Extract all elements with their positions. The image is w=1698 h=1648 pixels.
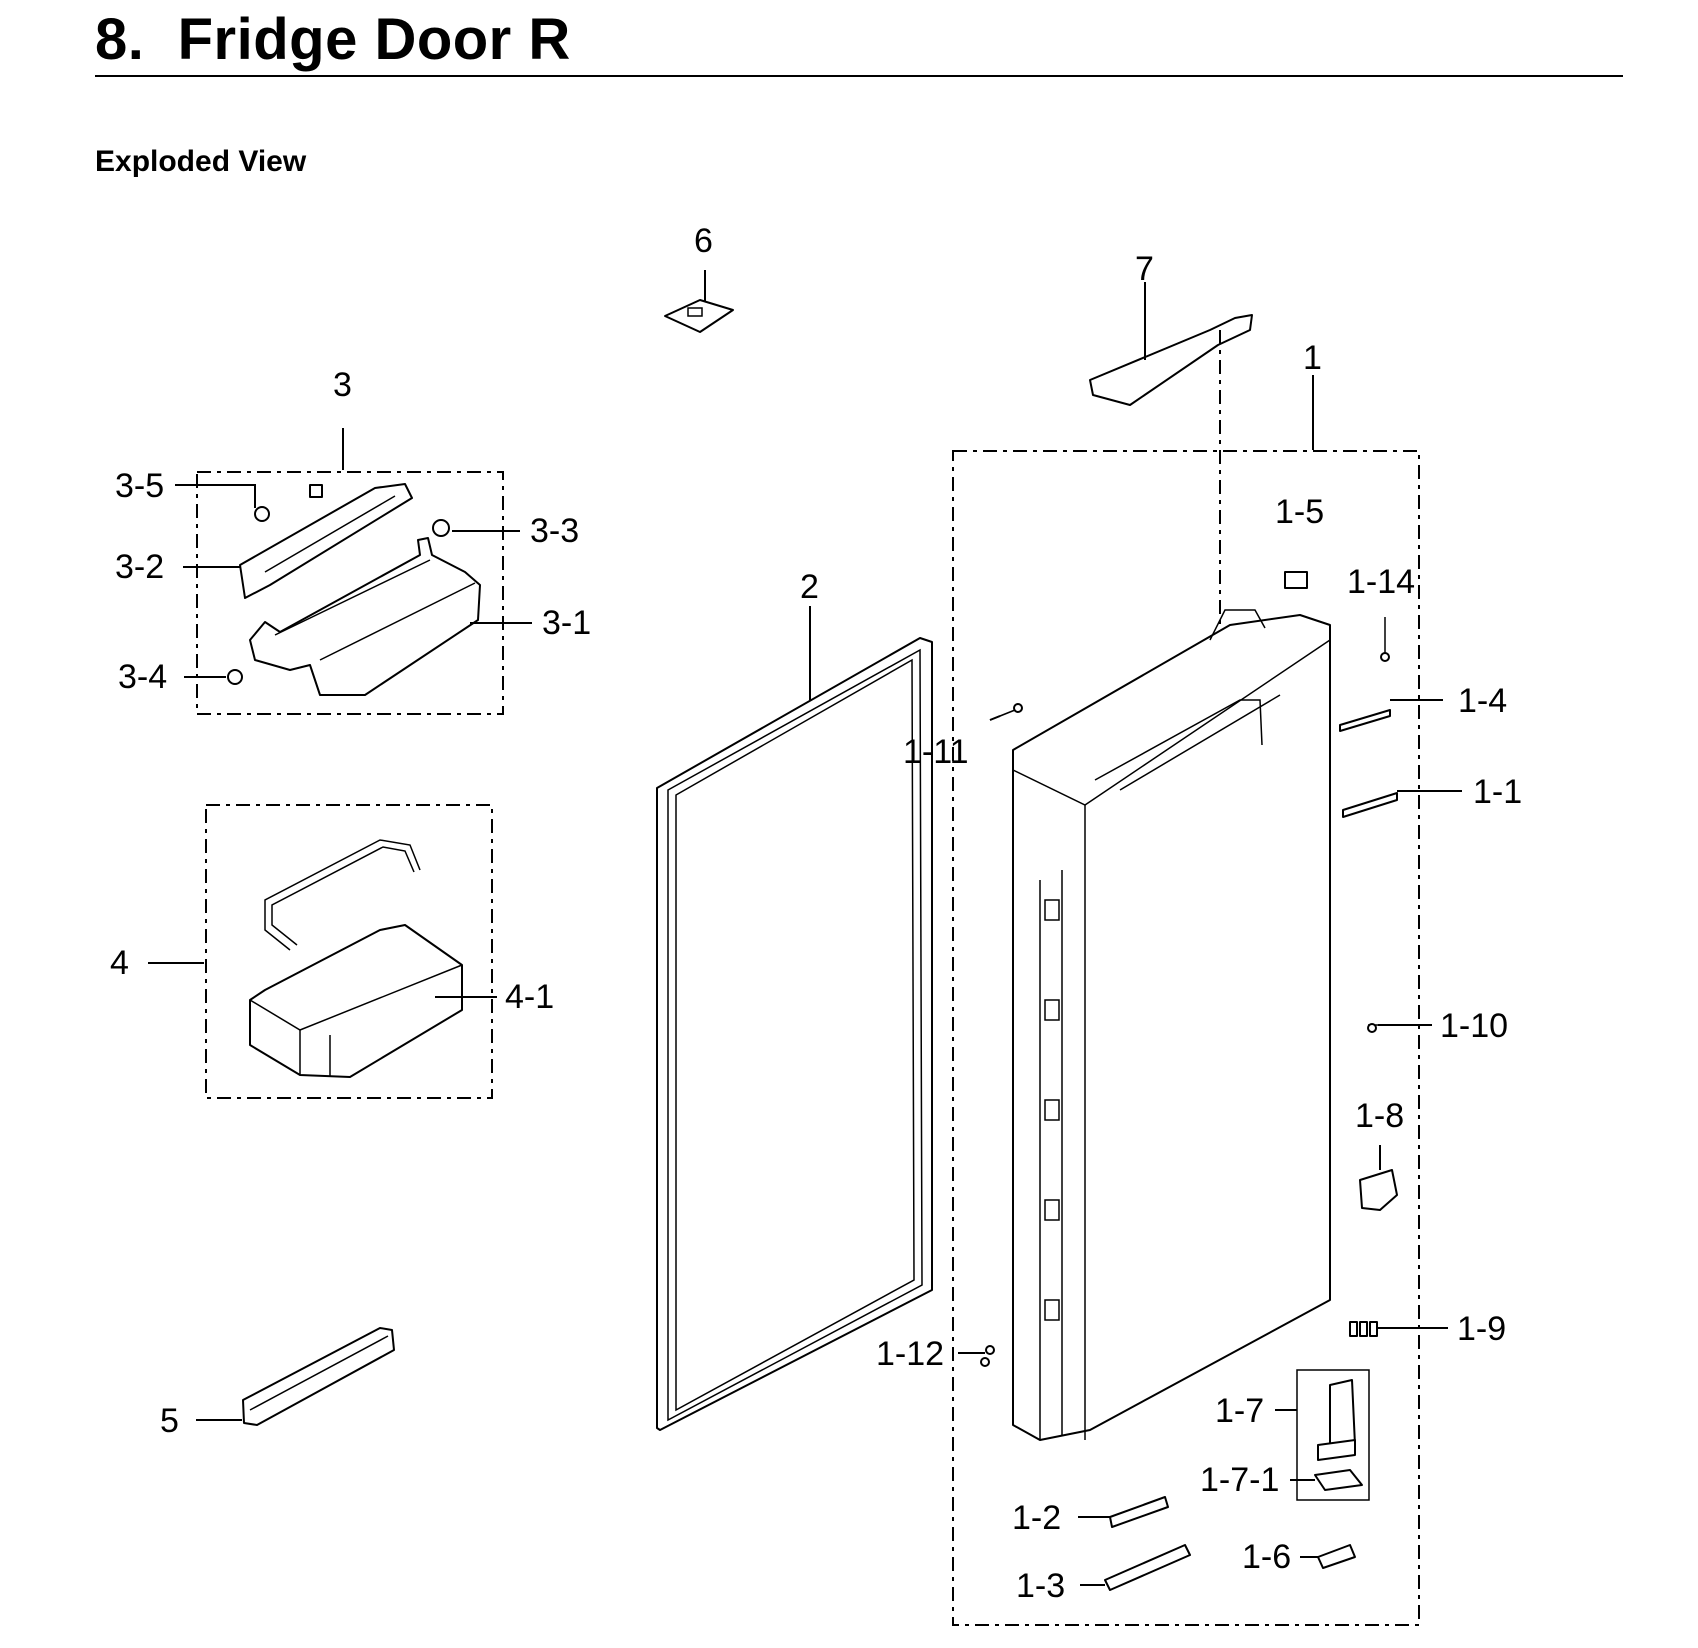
callout-3-2: 3-2 <box>115 548 164 586</box>
part-3-2-cover <box>239 483 413 599</box>
page-title: 8. Fridge Door R <box>95 7 571 72</box>
part-3-5-clip <box>309 484 323 498</box>
callout-3-4: 3-4 <box>118 658 167 696</box>
part-7-cover <box>1089 314 1253 406</box>
part-3-5-cap <box>254 506 270 522</box>
part-1-6-block <box>1317 1544 1356 1569</box>
part-1-8-holder <box>1359 1169 1398 1211</box>
part-1-12-screws <box>980 1345 995 1367</box>
callout-7: 7 <box>1135 250 1154 288</box>
part-1-10-screw <box>1367 1023 1380 1033</box>
callout-3-5: 3-5 <box>115 467 164 505</box>
callout-1-4: 1-4 <box>1458 682 1507 720</box>
part-1-door <box>1012 609 1331 1441</box>
part-6-label <box>664 299 734 333</box>
callout-3-1: 3-1 <box>542 604 591 642</box>
callout-4: 4 <box>110 944 129 982</box>
callout-4-1: 4-1 <box>505 978 554 1016</box>
callout-1-14: 1-14 <box>1347 563 1415 601</box>
group-1-7-boundary <box>1296 1369 1370 1501</box>
part-1-5-block <box>1284 571 1308 589</box>
part-1-7-1-plate <box>1314 1469 1363 1491</box>
callout-1-5: 1-5 <box>1275 493 1324 531</box>
part-5-bar <box>242 1327 395 1426</box>
callout-1-6: 1-6 <box>1242 1538 1291 1576</box>
callout-1: 1 <box>1303 339 1322 377</box>
callout-1-11: 1-11 <box>903 733 969 771</box>
callout-5: 5 <box>160 1402 179 1440</box>
callout-1-2: 1-2 <box>1012 1499 1061 1537</box>
part-3-1-bin <box>249 537 481 696</box>
callout-1-1: 1-1 <box>1473 773 1522 811</box>
callout-3-3: 3-3 <box>530 512 579 550</box>
callout-1-10: 1-10 <box>1440 1007 1508 1045</box>
part-1-7-hinge <box>1317 1379 1356 1461</box>
callout-2: 2 <box>800 568 819 606</box>
leader-1-11 <box>989 715 1001 721</box>
part-2-gasket <box>656 637 933 1431</box>
callout-6: 6 <box>694 222 713 260</box>
title-rule <box>95 75 1623 77</box>
part-1-4-logo <box>1339 709 1391 732</box>
callout-1-8: 1-8 <box>1355 1097 1404 1135</box>
leader-3-5 <box>175 484 256 508</box>
callout-1-9: 1-9 <box>1457 1310 1506 1348</box>
section-heading: Exploded View <box>95 145 307 178</box>
part-1-1-badge <box>1342 792 1398 818</box>
group-3-boundary <box>196 471 504 715</box>
group-1-boundary <box>952 450 1420 1626</box>
callout-1-3: 1-3 <box>1016 1567 1065 1605</box>
part-3-4-cap <box>227 669 243 685</box>
callout-1-7: 1-7 <box>1215 1392 1264 1430</box>
part-1-2-strip <box>1109 1496 1169 1528</box>
part-1-9-pins <box>1349 1321 1378 1337</box>
callout-3: 3 <box>333 366 352 404</box>
part-4-1-bin <box>249 924 463 1078</box>
group-4-boundary <box>205 804 493 1099</box>
callout-1-12: 1-12 <box>876 1335 944 1373</box>
part-1-14-screw <box>1380 617 1390 662</box>
callout-1-7-1: 1-7-1 <box>1200 1461 1279 1499</box>
part-4-wire-rack <box>264 839 421 951</box>
part-3-3-cap <box>432 519 450 537</box>
part-1-3-strip <box>1104 1544 1191 1591</box>
